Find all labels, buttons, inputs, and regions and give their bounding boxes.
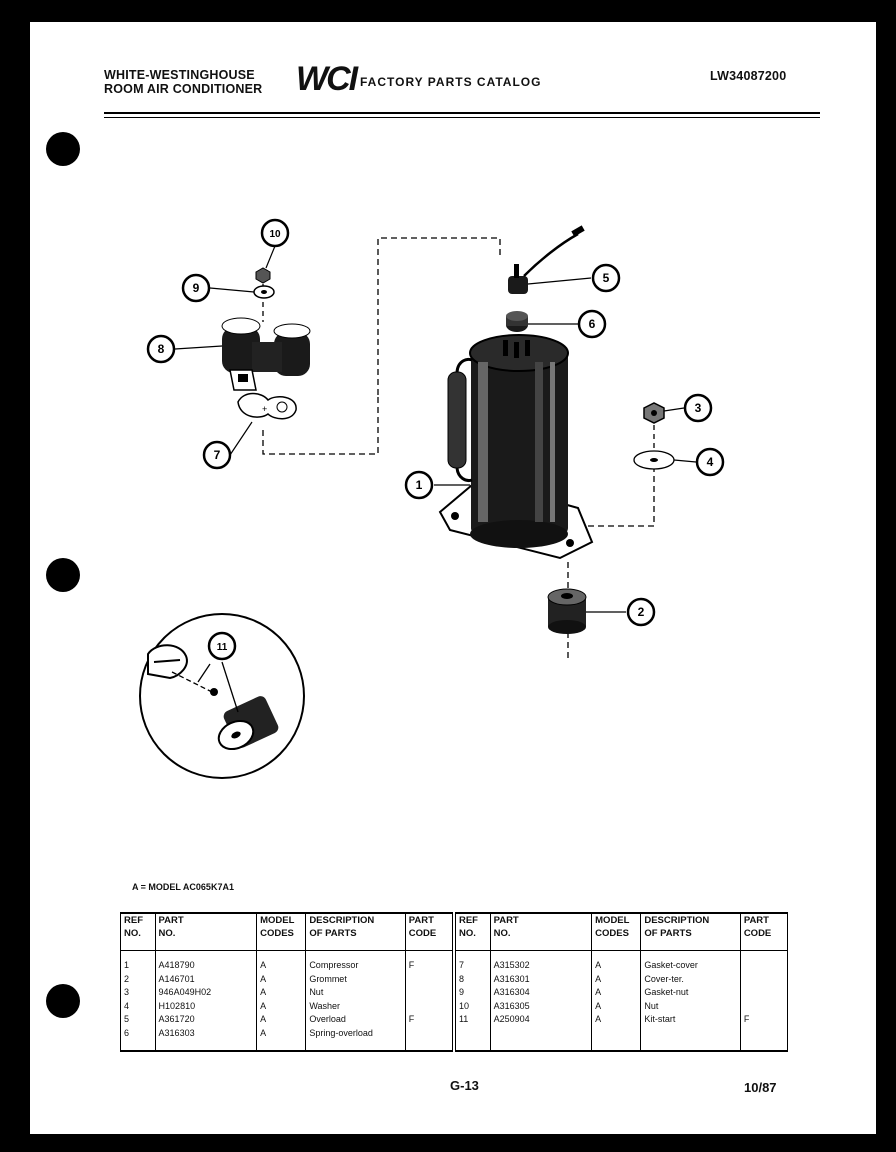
col-ref-2: REF NO.	[453, 912, 491, 951]
callout-label-3: 3	[695, 401, 702, 415]
wci-logo: WCI	[296, 60, 358, 98]
col-code-2: PART CODE	[739, 912, 789, 951]
callout-10	[260, 218, 290, 248]
gasket-nut-icon	[253, 285, 275, 299]
callout-11	[207, 631, 237, 661]
callout-label-7: 7	[214, 448, 221, 462]
header-rule-thick	[104, 112, 820, 114]
exploded-parts-diagram: +	[139, 218, 725, 779]
binder-hole-bottom	[46, 984, 80, 1018]
leader-line-mount	[578, 464, 655, 527]
table-header-row: REF NO. PART NO. MODEL CODES DESCRIPTION…	[120, 912, 789, 951]
grommet-icon	[547, 588, 587, 634]
col-part-2: PART NO.	[489, 912, 593, 951]
kit-start-detail	[139, 613, 305, 779]
cell-desc: Compressor Grommet Nut Washer Overload S…	[305, 950, 406, 1052]
gasket-cover-icon: +	[237, 392, 297, 420]
nut-icon	[643, 402, 665, 424]
terminal-nut-icon	[255, 267, 271, 284]
catalog-number: LW34087200	[710, 69, 787, 83]
model-note: A = MODEL AC065K7A1	[132, 882, 234, 892]
cell-model: A A A A A A	[256, 950, 307, 1052]
callout-3	[683, 393, 713, 423]
col-desc-2: DESCRIPTION OF PARTS	[640, 912, 741, 951]
parts-table: REF NO. PART NO. MODEL CODES DESCRIPTION…	[120, 912, 789, 1052]
brand-line-1: WHITE-WESTINGHOUSE	[104, 68, 255, 82]
overload-icon	[508, 225, 585, 294]
cell-desc-2: Gasket-cover Cover-ter. Gasket-nut Nut K…	[640, 950, 741, 1052]
callout-8	[146, 334, 176, 364]
cell-code-2: F	[739, 950, 789, 1052]
brand-title: WHITE-WESTINGHOUSE ROOM AIR CONDITIONER	[104, 68, 262, 97]
binder-hole-middle	[46, 558, 80, 592]
terminal-cover-icon	[221, 317, 311, 391]
col-code: PART CODE	[404, 912, 456, 951]
callout-2	[626, 597, 656, 627]
col-model: MODEL CODES	[256, 912, 307, 951]
callout-9	[181, 273, 211, 303]
cell-part-2: A315302 A316301 A316304 A316305 A250904	[489, 950, 593, 1052]
leader-line-gasket	[262, 395, 379, 455]
callout-label-6: 6	[589, 317, 596, 331]
cell-code: F F	[404, 950, 456, 1052]
cell-ref: 1 2 3 4 5 6	[120, 950, 156, 1052]
col-part: PART NO.	[154, 912, 258, 951]
table-row: 1 2 3 4 5 6 A418790 A146701 946A049H02 H…	[120, 950, 789, 1052]
callout-6	[577, 309, 607, 339]
callout-label-9: 9	[193, 281, 200, 295]
catalog-page: WHITE-WESTINGHOUSE ROOM AIR CONDITIONER …	[30, 22, 876, 1134]
cell-part: A418790 A146701 946A049H02 H102810 A3617…	[154, 950, 258, 1052]
callout-label-5: 5	[603, 271, 610, 285]
page-number: G-13	[450, 1078, 479, 1093]
binder-hole-top	[46, 132, 80, 166]
callout-label-11: 11	[217, 642, 228, 653]
cell-ref-2: 7 8 9 10 11	[453, 950, 491, 1052]
callout-label-1: 1	[416, 478, 423, 492]
washer-icon	[633, 450, 675, 470]
callout-label-10: 10	[269, 229, 281, 240]
callout-5	[591, 263, 621, 293]
callout-7	[202, 440, 232, 470]
spring-overload-icon	[506, 311, 528, 332]
compressor-icon	[447, 334, 569, 548]
callout-label-2: 2	[638, 605, 645, 619]
callout-4	[695, 447, 725, 477]
svg-text:+: +	[262, 404, 267, 414]
revision-date: 10/87	[744, 1080, 777, 1095]
col-model-2: MODEL CODES	[591, 912, 642, 951]
header-rule-thin	[104, 117, 820, 118]
brand-line-2: ROOM AIR CONDITIONER	[104, 82, 263, 97]
cell-model-2: A A A A A	[591, 950, 642, 1052]
catalog-title: FACTORY PARTS CATALOG	[360, 75, 542, 89]
callout-label-4: 4	[707, 455, 714, 469]
callout-label-8: 8	[158, 342, 165, 356]
callout-1	[404, 470, 434, 500]
col-desc: DESCRIPTION OF PARTS	[305, 912, 406, 951]
col-ref: REF NO.	[120, 912, 156, 951]
